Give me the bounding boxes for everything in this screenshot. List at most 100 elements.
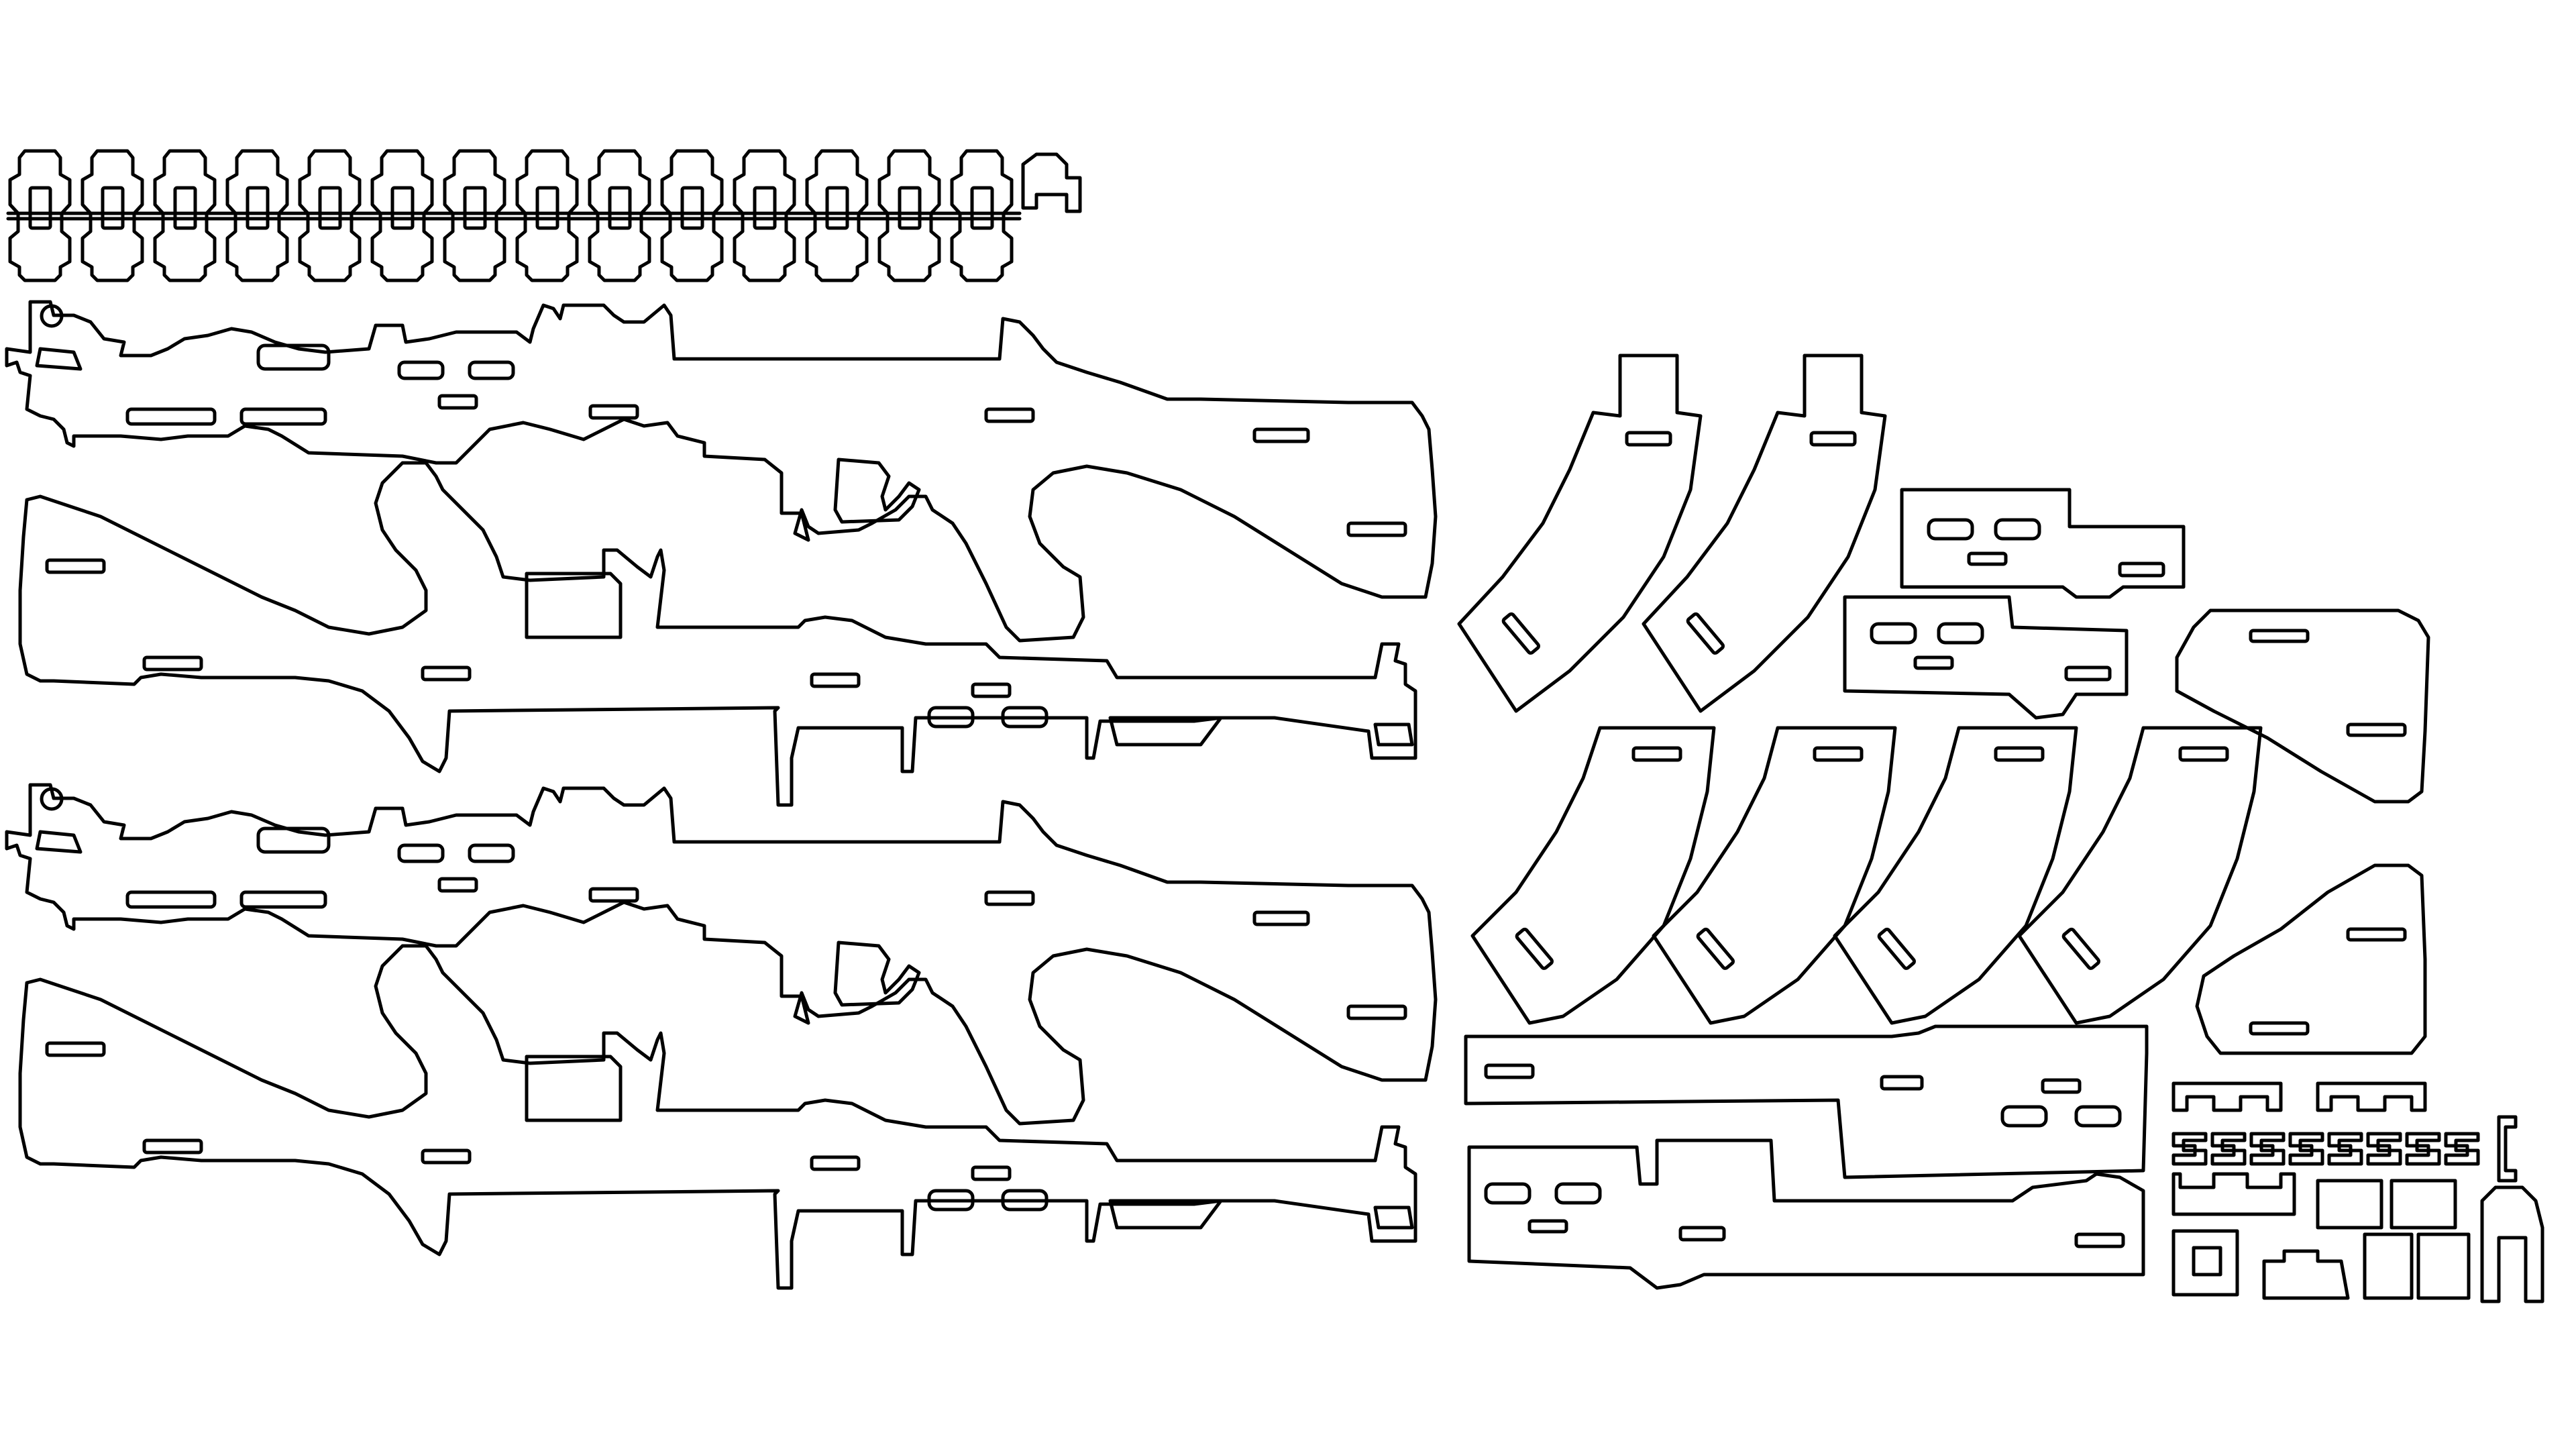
slot	[2074, 1105, 2122, 1128]
slot	[2346, 722, 2407, 737]
ammo-clip-slot	[680, 186, 704, 230]
small-part	[2316, 1081, 2427, 1112]
ammo-clip	[660, 149, 724, 282]
slot	[1813, 746, 1864, 762]
connector-key	[2405, 1132, 2441, 1166]
connector-key	[2327, 1132, 2363, 1166]
connector-key	[2210, 1132, 2247, 1166]
magazine-bottom-set	[1470, 726, 2263, 1025]
slot	[1880, 1075, 1924, 1091]
slot	[1625, 431, 1672, 447]
small-part	[2171, 1172, 2296, 1216]
foregrip-slot	[1108, 716, 1223, 747]
slot	[2249, 1021, 2310, 1036]
ammo-clip	[8, 149, 72, 282]
slot	[984, 407, 1035, 423]
slot	[1686, 612, 1725, 655]
ammo-clip-slot	[463, 186, 487, 230]
small-part	[2480, 1185, 2544, 1303]
ammo-clip-slot	[101, 186, 125, 230]
connector-row	[2171, 1132, 2480, 1166]
connector-key	[2249, 1132, 2286, 1166]
ammo-clip	[805, 149, 869, 282]
ammo-clip-slot	[28, 186, 52, 230]
ammo-clip	[225, 149, 289, 282]
slot	[468, 360, 515, 380]
slot	[125, 407, 217, 426]
slot	[2064, 665, 2112, 682]
slot	[810, 672, 861, 688]
magazine-piece	[1642, 354, 1887, 713]
slot	[1252, 427, 1310, 443]
stock-end-piece	[2195, 863, 2427, 1055]
slot	[2118, 561, 2165, 578]
ammo-clip-slot	[390, 186, 415, 230]
slot	[1927, 518, 1974, 541]
ammo-clip	[443, 149, 506, 282]
slot	[1554, 1182, 1602, 1205]
slot	[2074, 1232, 2125, 1248]
connector-key	[2444, 1132, 2480, 1166]
slot	[421, 665, 472, 682]
cover-plate	[1900, 488, 2186, 599]
ammo-clip-slot	[825, 186, 849, 230]
slot	[2041, 1078, 2082, 1094]
slot	[2346, 927, 2407, 942]
slot	[927, 706, 975, 729]
ammo-clip-slot	[246, 186, 270, 230]
stock-end-pieces	[2175, 608, 2430, 1055]
slot	[1001, 706, 1049, 729]
small-block	[2171, 1229, 2239, 1297]
slot	[2249, 629, 2310, 643]
small-parts-cluster	[2171, 1081, 2544, 1303]
handguard-piece	[1464, 1024, 2149, 1179]
small-block	[2416, 1232, 2471, 1300]
slot	[2178, 746, 2229, 762]
ammo-clip	[298, 149, 362, 282]
slot	[1967, 551, 2008, 566]
slot	[1994, 746, 2045, 762]
slot	[142, 655, 203, 672]
magazine-well	[525, 572, 623, 639]
magazine-piece	[1457, 354, 1703, 713]
ammo-clip	[950, 149, 1014, 282]
slot	[1696, 927, 1735, 970]
connector-key	[2288, 1132, 2324, 1166]
slot	[1877, 927, 1916, 970]
ammo-clip-slot	[173, 186, 197, 230]
slot	[588, 404, 639, 420]
connector-key	[2171, 1132, 2208, 1166]
cover-plate	[1843, 595, 2129, 720]
cover-plates	[1843, 488, 2186, 720]
stock-side-outline	[18, 461, 1417, 807]
magazine-piece	[1652, 726, 1897, 1025]
handguard-piece	[1467, 1138, 2145, 1290]
tab-slot	[35, 347, 83, 371]
receiver-side-outline	[5, 300, 1438, 643]
ammo-clip-slot	[970, 186, 994, 230]
receiver-pair-b	[7, 785, 1436, 1288]
small-block-inner	[2192, 1246, 2222, 1277]
ammo-clip	[877, 149, 941, 282]
trigger-guard-cutout	[833, 458, 921, 524]
ammo-clip	[733, 149, 796, 282]
magazine-piece	[1470, 726, 1716, 1025]
slot	[1346, 521, 1407, 537]
slot	[45, 558, 106, 574]
slot	[1527, 1219, 1568, 1234]
clip-row	[6, 149, 1082, 282]
slot	[1994, 518, 2041, 541]
slot	[1501, 612, 1540, 655]
slot	[397, 360, 445, 380]
small-block	[2390, 1179, 2457, 1230]
ammo-clip	[80, 149, 144, 282]
slot	[1484, 1063, 1535, 1079]
ammo-clip-slot	[753, 186, 777, 230]
slot	[1515, 927, 1554, 970]
slot	[1870, 622, 1917, 645]
small-block	[2363, 1232, 2414, 1300]
small-part	[2171, 1081, 2283, 1112]
small-block	[2316, 1179, 2383, 1230]
ammo-clip	[588, 149, 651, 282]
